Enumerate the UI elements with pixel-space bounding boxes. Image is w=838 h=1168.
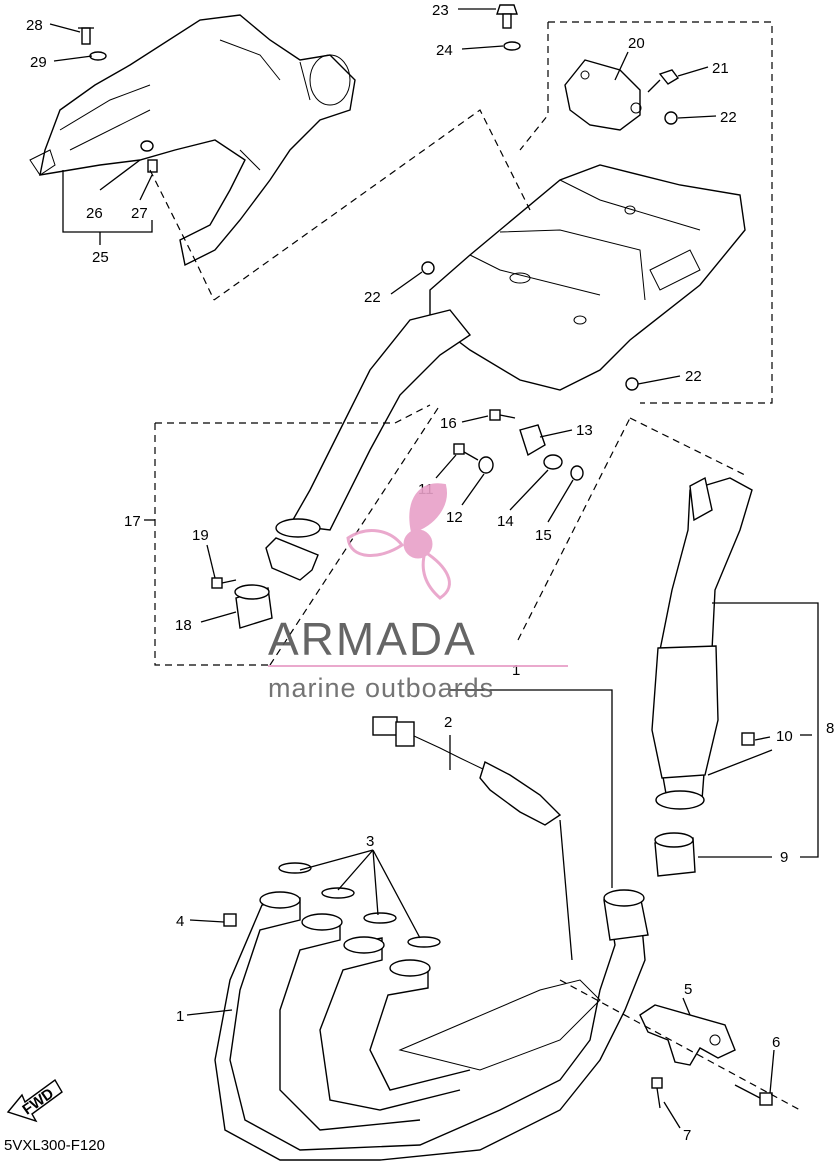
nut-22-mid — [421, 261, 435, 275]
assembly-outlines — [149, 21, 801, 1111]
washer-12 — [478, 456, 494, 474]
callout-9: 9 — [780, 849, 788, 866]
bracket-13 — [519, 424, 546, 457]
propeller-blade-left — [346, 529, 405, 557]
bolt-6 — [734, 1084, 773, 1106]
callout-5: 5 — [684, 981, 692, 998]
callout-24: 24 — [436, 42, 453, 59]
callout-17: 17 — [124, 513, 141, 530]
callout-23: 23 — [432, 2, 449, 19]
callout-22-low: 22 — [685, 368, 702, 385]
callout-29: 29 — [30, 54, 47, 71]
callout-18: 18 — [175, 617, 192, 634]
bolt-23 — [496, 4, 518, 29]
callout-1-upper: 1 — [512, 662, 520, 679]
callout-27: 27 — [131, 205, 148, 222]
bolt-16 — [489, 409, 516, 421]
callout-1-lower: 1 — [176, 1008, 184, 1025]
callout-25: 25 — [92, 249, 109, 266]
propeller-blade-top — [409, 483, 447, 534]
callout-20: 20 — [628, 35, 645, 52]
bolt-10 — [741, 732, 755, 746]
gasket-9 — [654, 832, 696, 877]
heat-shield-cover — [29, 14, 356, 267]
exhaust-header-1 — [214, 889, 649, 1161]
washer-24 — [503, 41, 521, 51]
washer-29 — [89, 51, 107, 61]
gaskets-3 — [278, 862, 441, 948]
callout-8: 8 — [826, 720, 834, 737]
bolt-21 — [647, 69, 680, 93]
fwd-arrow-icon: FWD — [6, 1078, 63, 1123]
leader-lines — [49, 8, 819, 1129]
callout-7: 7 — [683, 1127, 691, 1144]
callout-22-top: 22 — [720, 109, 737, 126]
diagram-code: 5VXL300-F120 — [4, 1137, 105, 1154]
washer-15 — [570, 465, 584, 481]
bolt-7 — [651, 1077, 663, 1109]
callout-28: 28 — [26, 17, 43, 34]
bolt-28 — [78, 27, 94, 45]
armada-watermark: ARMADA marine outboards — [268, 483, 568, 703]
o2-sensor-2 — [372, 716, 562, 826]
callout-3: 3 — [366, 833, 374, 850]
propeller-hub — [403, 529, 433, 559]
propeller-blade-right — [421, 549, 451, 600]
watermark-brand: ARMADA — [268, 613, 477, 665]
catalyst-pipe-8 — [651, 476, 753, 810]
grommet-26 — [140, 140, 154, 152]
callout-22-mid: 22 — [364, 289, 381, 306]
link-pipe-17 — [265, 309, 472, 581]
callout-13: 13 — [576, 422, 593, 439]
muffler-bracket-20 — [564, 59, 642, 131]
callout-26: 26 — [86, 205, 103, 222]
nut-22-low — [625, 377, 639, 391]
callout-6: 6 — [772, 1034, 780, 1051]
muffler — [429, 164, 746, 391]
watermark-tagline: marine outboards — [268, 673, 494, 703]
nut-4 — [223, 913, 237, 927]
damper-14 — [543, 454, 563, 470]
callout-4: 4 — [176, 913, 184, 930]
callout-10: 10 — [776, 728, 793, 745]
nut-22-top — [664, 111, 678, 125]
callout-21: 21 — [712, 60, 729, 77]
bolt-11 — [453, 443, 479, 461]
bolt-19 — [211, 577, 237, 589]
callout-15: 15 — [535, 527, 552, 544]
callout-19: 19 — [192, 527, 209, 544]
callout-2: 2 — [444, 714, 452, 731]
callout-16: 16 — [440, 415, 457, 432]
propeller-icon — [346, 483, 451, 600]
callout-12: 12 — [446, 509, 463, 526]
collar-27 — [147, 159, 158, 173]
bracket-5 — [639, 1004, 736, 1066]
gasket-18 — [234, 584, 273, 629]
callout-14: 14 — [497, 513, 514, 530]
